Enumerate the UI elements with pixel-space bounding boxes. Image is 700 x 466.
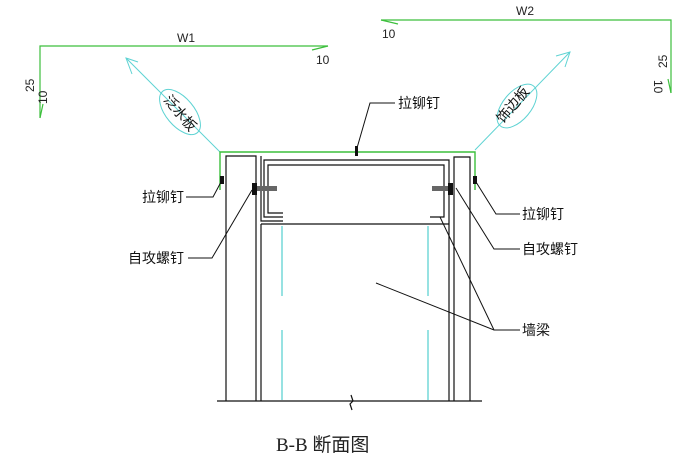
w2-width-dim: 10 [382, 27, 396, 41]
callout-leaders [186, 102, 520, 331]
drawing-title: B-B 断面图 [276, 434, 369, 456]
wall-structure [217, 155, 482, 411]
callout-rivet-right: 拉铆钉 [522, 207, 564, 223]
w1-profile [39, 45, 329, 119]
w1-height-dim: 25 [23, 78, 37, 92]
w1-hem-dim: 10 [36, 90, 50, 104]
callout-screw-right: 自攻螺钉 [522, 242, 578, 258]
insulation-lines [281, 226, 429, 400]
w1-label: W1 [177, 31, 195, 45]
callout-screw-left: 自攻螺钉 [128, 251, 184, 267]
w1-width-dim: 10 [316, 53, 330, 67]
rivet-icon [220, 146, 477, 184]
callout-rivet-top: 拉铆钉 [398, 96, 440, 112]
callout-rivet-left: 拉铆钉 [142, 190, 184, 206]
callout-wall-beam: 墙梁 [522, 323, 550, 339]
flashing-left-arrow [125, 57, 221, 153]
w2-height-dim: 25 [656, 54, 670, 68]
screw-icon [252, 183, 453, 195]
w2-hem-dim: 10 [651, 80, 665, 94]
flashing-left-label: 泛水板 [160, 92, 199, 134]
flashing-right-arrow [474, 51, 571, 151]
w2-profile [380, 19, 672, 94]
w2-label: W2 [516, 4, 534, 18]
top-flashing [219, 151, 476, 190]
